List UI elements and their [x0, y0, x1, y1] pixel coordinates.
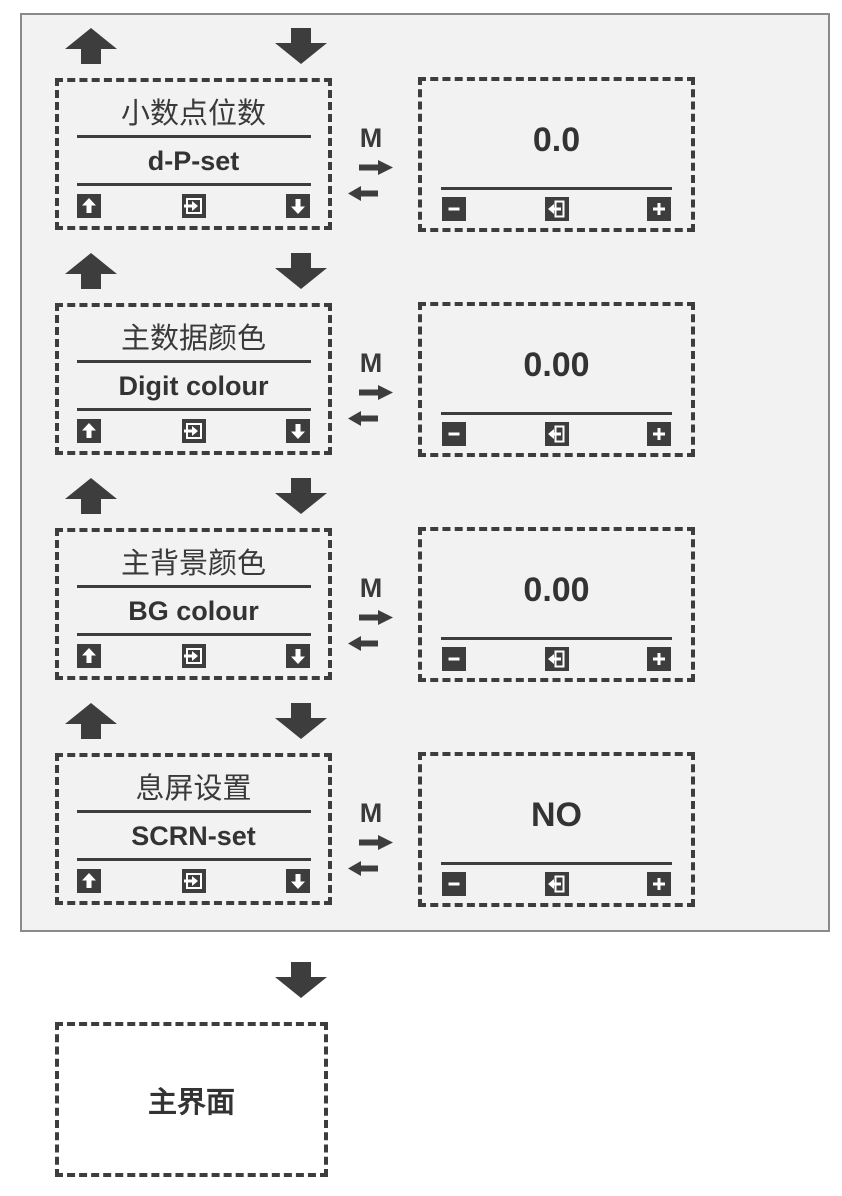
divider	[76, 585, 311, 588]
enter-key-icon	[181, 194, 206, 218]
flow-row-dp-set: 小数点位数 d-P-set M 0.0	[0, 28, 842, 238]
down-key-icon	[286, 419, 310, 443]
divider	[76, 408, 311, 411]
main-screen-label: 主界面	[147, 1086, 235, 1119]
forward-arrow-icon	[359, 385, 393, 400]
menu-screen: 主数据颜色 Digit colour	[55, 303, 332, 455]
value-key-row	[422, 647, 691, 671]
minus-key-icon	[442, 872, 466, 896]
menu-screen: 主背景颜色 BG colour	[55, 528, 332, 680]
minus-key-icon	[442, 647, 466, 671]
menu-title-cn: 息屏设置	[135, 773, 252, 805]
flow-row-scrn-set: 息屏设置 SCRN-set M NO	[0, 703, 842, 913]
menu-key-row	[59, 644, 328, 668]
down-key-icon	[286, 194, 310, 218]
menu-title-cn: 主背景颜色	[120, 548, 266, 580]
enter-key-icon	[181, 869, 206, 893]
value-screen: 0.0	[418, 77, 695, 232]
enter-key-icon	[181, 419, 206, 443]
menu-screen: 小数点位数 d-P-set	[55, 78, 332, 230]
up-key-icon	[77, 869, 101, 893]
value-screen: NO	[418, 752, 695, 907]
divider	[76, 858, 311, 861]
up-key-icon	[77, 644, 101, 668]
mode-key-label: M	[359, 798, 383, 828]
value-key-row	[422, 872, 691, 896]
plus-key-icon	[647, 197, 671, 221]
exit-key-icon	[544, 422, 569, 446]
scroll-up-arrow-icon	[65, 28, 117, 64]
value-display: 0.00	[523, 571, 590, 609]
scroll-down-arrow-icon	[275, 28, 327, 64]
menu-title-cn: 主数据颜色	[120, 323, 266, 355]
exit-key-icon	[544, 197, 569, 221]
value-display: 0.00	[523, 346, 590, 384]
forward-arrow-icon	[359, 160, 393, 175]
scroll-down-arrow-icon	[275, 478, 327, 514]
divider	[76, 360, 311, 363]
menu-label-en: BG colour	[128, 596, 259, 626]
mode-key-column: M	[345, 123, 397, 201]
forward-arrow-icon	[359, 835, 393, 850]
menu-label-en: d-P-set	[147, 146, 240, 176]
value-display: 0.0	[532, 121, 581, 159]
exit-key-icon	[544, 647, 569, 671]
divider	[76, 135, 311, 138]
plus-key-icon	[647, 647, 671, 671]
divider	[76, 183, 311, 186]
menu-key-row	[59, 869, 328, 893]
scroll-down-arrow-icon	[275, 703, 327, 739]
down-key-icon	[286, 869, 310, 893]
plus-key-icon	[647, 422, 671, 446]
scroll-up-arrow-icon	[65, 703, 117, 739]
mode-key-column: M	[345, 798, 397, 876]
scroll-down-arrow-icon	[275, 253, 327, 289]
up-key-icon	[77, 194, 101, 218]
divider	[76, 810, 311, 813]
back-arrow-icon	[348, 861, 378, 876]
divider	[441, 187, 672, 190]
scroll-up-arrow-icon	[65, 253, 117, 289]
back-arrow-icon	[348, 636, 378, 651]
down-key-icon	[286, 644, 310, 668]
divider	[76, 633, 311, 636]
mode-key-label: M	[359, 573, 383, 603]
scroll-up-arrow-icon	[65, 478, 117, 514]
enter-key-icon	[181, 644, 206, 668]
menu-label-en: Digit colour	[118, 371, 269, 401]
menu-key-row	[59, 419, 328, 443]
plus-key-icon	[647, 872, 671, 896]
mode-key-label: M	[359, 348, 383, 378]
forward-arrow-icon	[359, 610, 393, 625]
back-arrow-icon	[348, 411, 378, 426]
menu-title-cn: 小数点位数	[120, 98, 266, 130]
value-key-row	[422, 422, 691, 446]
minus-key-icon	[442, 422, 466, 446]
mode-key-column: M	[345, 348, 397, 426]
divider	[441, 862, 672, 865]
flow-row-digit-colour: 主数据颜色 Digit colour M 0.00	[0, 253, 842, 463]
value-screen: 0.00	[418, 302, 695, 457]
menu-screen: 息屏设置 SCRN-set	[55, 753, 332, 905]
minus-key-icon	[442, 197, 466, 221]
flow-row-bg-colour: 主背景颜色 BG colour M 0.00	[0, 478, 842, 688]
main-screen: 主界面	[55, 1022, 328, 1177]
mode-key-label: M	[359, 123, 383, 153]
menu-label-en: SCRN-set	[131, 821, 256, 851]
mode-key-column: M	[345, 573, 397, 651]
menu-key-row	[59, 194, 328, 218]
value-screen: 0.00	[418, 527, 695, 682]
exit-down-arrow-icon	[275, 962, 327, 998]
back-arrow-icon	[348, 186, 378, 201]
divider	[441, 412, 672, 415]
divider	[441, 637, 672, 640]
value-key-row	[422, 197, 691, 221]
exit-key-icon	[544, 872, 569, 896]
value-display: NO	[531, 796, 582, 834]
up-key-icon	[77, 419, 101, 443]
